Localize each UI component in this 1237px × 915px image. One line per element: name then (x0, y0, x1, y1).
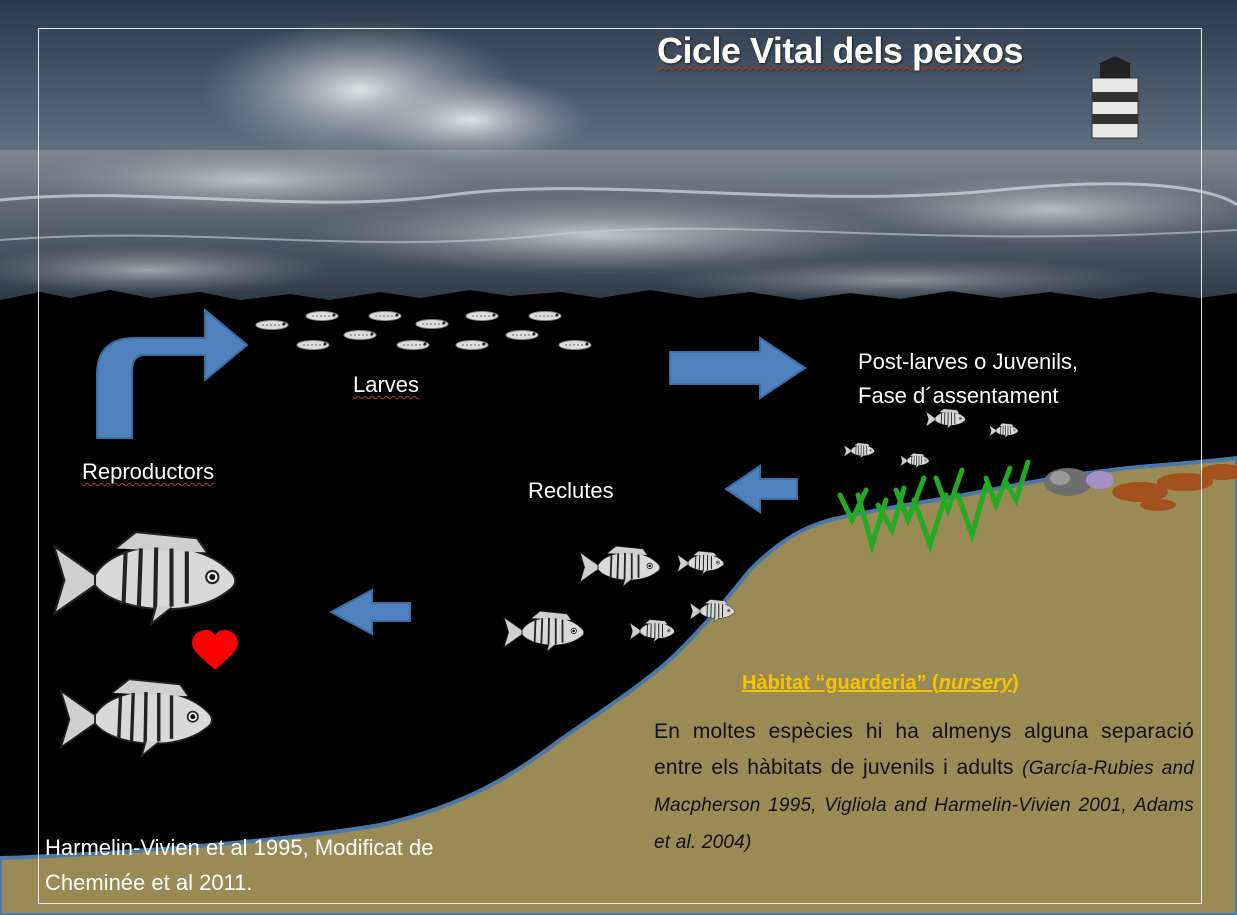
habitat-title-suffix: ) (1012, 672, 1019, 694)
stage-label-reproductors: Reproductors (82, 459, 215, 484)
habitat-title: Hàbitat “guarderia” (nursery) (742, 672, 1019, 695)
stage-label-larves: Larves (353, 372, 420, 397)
arrow-reproductors-to-larves (96, 307, 249, 439)
larva-icon (558, 340, 592, 350)
larva-icon (396, 340, 430, 350)
reef-rocks (1044, 464, 1237, 511)
postlarves-line2: Fase d´assentament (858, 383, 1059, 408)
habitat-description: En moltes espècies hi ha almenys alguna … (654, 714, 1194, 861)
larva-icon (528, 311, 562, 321)
stormy-sea-photo (0, 0, 1237, 302)
larva-icon (505, 330, 539, 340)
larva-icon (455, 340, 489, 350)
citation-line2: Cheminée et al 2011. (45, 870, 253, 895)
habitat-title-italic: nursery (938, 672, 1013, 694)
habitat-title-prefix: Hàbitat “guarderia” ( (742, 672, 939, 694)
arrow-to-reclutes (724, 464, 798, 514)
larva-icon (415, 319, 449, 329)
citation-line1: Harmelin-Vivien et al 1995, Modificat de (45, 835, 434, 860)
stage-label-postlarves: Post-larves o Juvenils, Fase d´assentame… (858, 345, 1158, 413)
stage-label-reclutes: Reclutes (528, 478, 614, 503)
arrow-to-reproductors (328, 588, 411, 636)
page-title: Cicle Vital dels peixos (657, 30, 1024, 71)
heart-icon (192, 630, 238, 670)
seagrass-icon (837, 459, 1031, 554)
lighthouse-icon (1091, 56, 1139, 139)
arrow-larves-to-postlarves (669, 336, 807, 400)
habitat-references: (García-Rubies and Macpherson 1995, Vigl… (654, 758, 1194, 853)
larva-icon (255, 320, 289, 330)
habitat-body-text: En moltes espècies hi ha almenys alguna … (654, 720, 1194, 779)
rock-line (0, 290, 1237, 305)
larva-icon (343, 330, 377, 340)
postlarves-line1: Post-larves o Juvenils, (858, 349, 1079, 374)
larva-icon (368, 311, 402, 321)
larva-icon (305, 311, 339, 321)
source-citation: Harmelin-Vivien et al 1995, Modificat de… (45, 830, 585, 900)
larva-icon (465, 311, 499, 321)
larva-icon (296, 340, 330, 350)
